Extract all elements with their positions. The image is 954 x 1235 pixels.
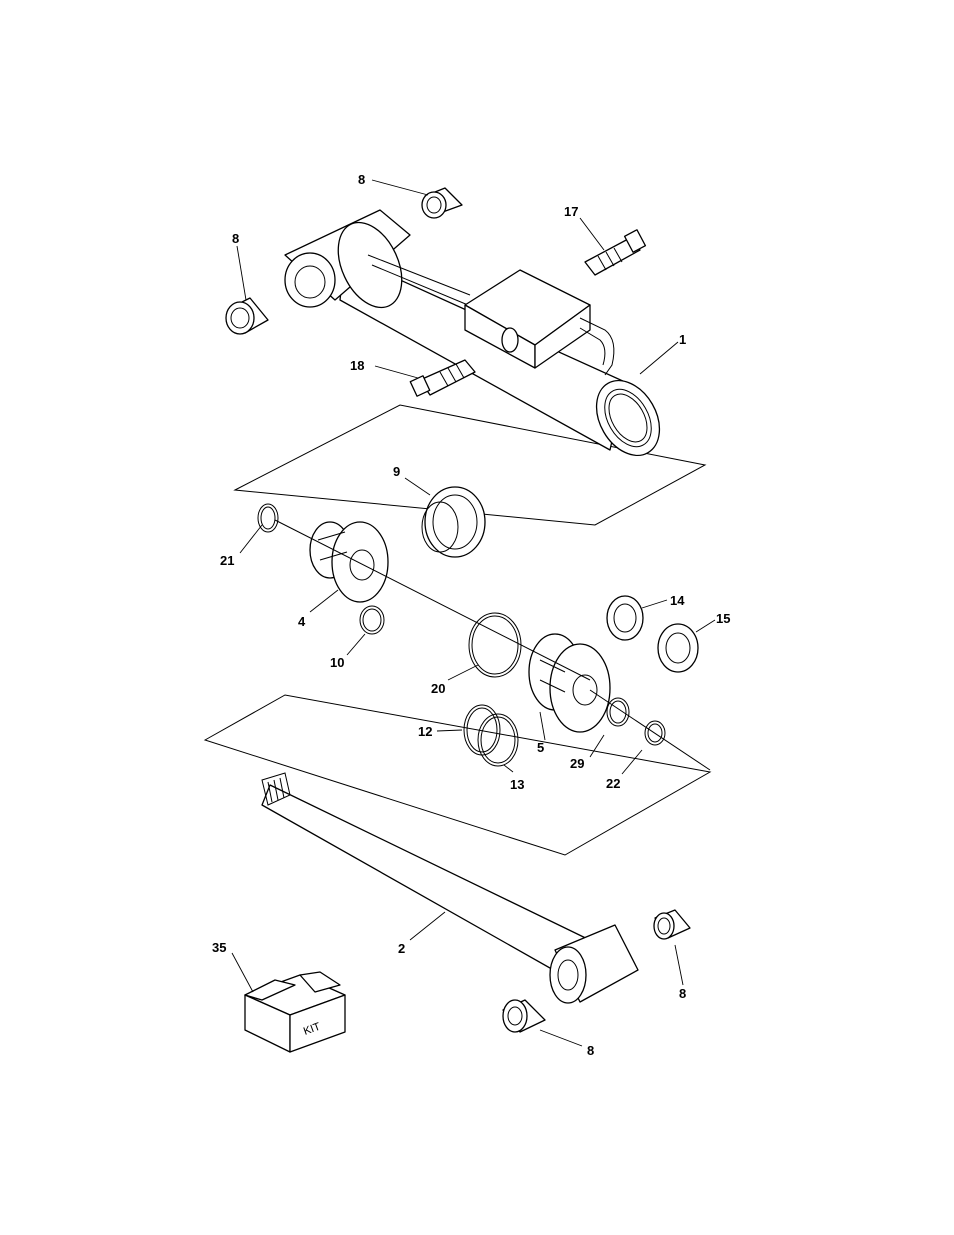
callout-10: 10 — [330, 655, 344, 670]
seal-14 — [607, 596, 643, 640]
fitting-18 — [410, 360, 475, 396]
callout-35: 35 — [212, 940, 226, 955]
callout-22: 22 — [606, 776, 620, 791]
seal-9 — [422, 487, 485, 557]
callout-2: 2 — [398, 941, 405, 956]
callout-14: 14 — [670, 593, 685, 608]
bushing-lower-left — [503, 1000, 545, 1032]
callout-18: 18 — [350, 358, 364, 373]
bushing-upper-right — [422, 188, 462, 218]
kit-box-35: KIT — [245, 972, 345, 1052]
callout-8-top: 8 — [358, 172, 365, 187]
callout-8-lower-right: 8 — [679, 986, 686, 1001]
piston-rod-2 — [262, 773, 638, 1003]
callout-12: 12 — [418, 724, 432, 739]
bushing-lower-right — [654, 910, 690, 939]
callout-9: 9 — [393, 464, 400, 479]
callout-5: 5 — [537, 740, 544, 755]
callout-29: 29 — [570, 756, 584, 771]
callout-15: 15 — [716, 611, 730, 626]
callout-21: 21 — [220, 553, 234, 568]
callout-17: 17 — [564, 204, 578, 219]
callout-13: 13 — [510, 777, 524, 792]
ring-13 — [478, 714, 518, 766]
callout-20: 20 — [431, 681, 445, 696]
o-ring-10 — [360, 606, 384, 634]
callout-1: 1 — [679, 332, 686, 347]
gland-4 — [310, 522, 388, 602]
callout-8-lower-left: 8 — [587, 1043, 594, 1058]
callout-4: 4 — [298, 614, 306, 629]
bushing-upper-left — [226, 298, 268, 334]
seal-15 — [658, 624, 698, 672]
callout-8-left: 8 — [232, 231, 239, 246]
